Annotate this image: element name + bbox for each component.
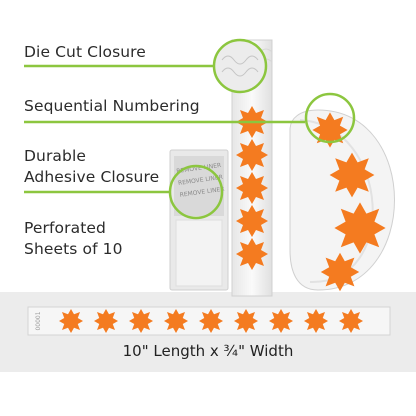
starburst-icon <box>304 309 328 333</box>
starburst-icon <box>164 309 188 333</box>
starburst-icon <box>59 309 83 333</box>
starburst-icon <box>269 309 293 333</box>
feature-label: Sequential Numbering <box>24 97 200 115</box>
starburst-icon <box>236 139 268 171</box>
starburst-icon <box>129 309 153 333</box>
dimension-caption: 10" Length x ¾" Width <box>122 342 294 360</box>
curled-wristband <box>289 109 395 292</box>
feature-label-line1: Durable <box>24 147 87 165</box>
starburst-icon <box>320 252 360 292</box>
starburst-icon <box>339 309 363 333</box>
starburst-icon <box>329 152 375 198</box>
feature-die-cut-closure: Die Cut Closure <box>24 42 146 63</box>
die-cut-zoom-circle <box>212 38 268 94</box>
numbering-zoom-circle <box>304 92 356 144</box>
feature-label: Die Cut Closure <box>24 43 146 61</box>
feature-sequential-numbering: Sequential Numbering <box>24 96 200 117</box>
feature-label-line2: Adhesive Closure <box>24 168 160 186</box>
feature-label-line2: Sheets of 10 <box>24 240 123 258</box>
callout-lines <box>24 64 305 194</box>
flat-wristband: 00001 <box>27 306 391 336</box>
adhesive-zoom-circle <box>168 164 224 220</box>
starburst-icon <box>236 238 268 270</box>
starburst-icon <box>334 202 386 254</box>
feature-label-line1: Perforated <box>24 219 106 237</box>
starburst-icon <box>234 309 258 333</box>
starburst-icon <box>94 309 118 333</box>
starburst-icon <box>199 309 223 333</box>
feature-perforated-sheets: Perforated Sheets of 10 <box>24 218 123 260</box>
strip-number: 00001 <box>35 311 42 330</box>
starburst-icon <box>236 205 268 237</box>
feature-adhesive-closure: Durable Adhesive Closure <box>24 146 159 188</box>
perforated-sheet-stack: REMOVE LINER REMOVE LINER REMOVE LINER <box>169 149 229 291</box>
magnifier-circles <box>168 38 356 220</box>
starburst-icon <box>236 172 268 204</box>
